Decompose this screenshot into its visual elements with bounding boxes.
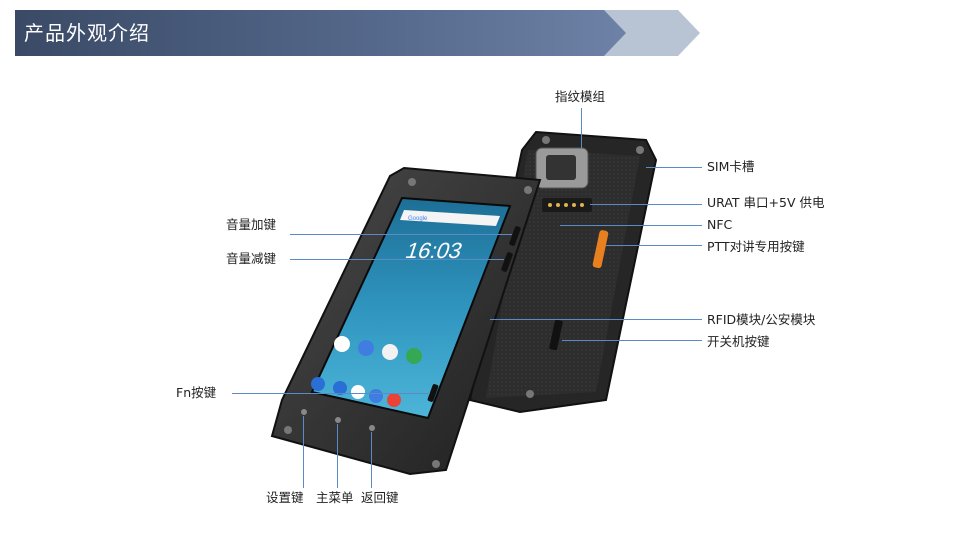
callout-line-settings: [303, 416, 304, 488]
label-nfc: NFC: [707, 217, 733, 232]
label-home-key: 主菜单: [316, 490, 354, 505]
label-urat-port: URAT 串口+5V 供电: [707, 195, 825, 210]
label-ptt-button: PTT对讲专用按键: [707, 239, 805, 254]
label-settings-key: 设置键: [266, 490, 304, 505]
fn-key: [427, 384, 439, 402]
label-rfid-module: RFID模块/公安模块: [707, 312, 816, 327]
title-banner: [15, 10, 627, 56]
callout-line-home: [337, 424, 338, 488]
callout-line-nfc: [560, 225, 702, 226]
callout-line-fn: [232, 393, 430, 394]
callout-line-urat: [590, 204, 702, 205]
urat-pins: [542, 198, 592, 212]
power-button: [549, 319, 563, 351]
ptt-button: [592, 230, 609, 269]
home-key: [335, 417, 341, 423]
label-power-button: 开关机按键: [707, 334, 770, 349]
callout-line-volume-up: [290, 234, 512, 235]
label-fingerprint-module: 指纹模组: [555, 89, 606, 104]
phone-front-body: Google 16:03: [270, 166, 542, 476]
callout-line-rfid: [490, 319, 702, 320]
callout-line-volume-down: [290, 259, 504, 260]
phone-screen: [310, 196, 512, 420]
phone-back-body: [468, 130, 658, 414]
settings-key: [301, 409, 307, 415]
callout-line-power: [562, 340, 702, 341]
callout-line-back: [371, 432, 372, 488]
screen-search-bar: [400, 210, 500, 226]
callout-line-fingerprint: [581, 108, 582, 148]
back-key: [369, 425, 375, 431]
callout-line-sim: [646, 167, 702, 168]
callout-line-ptt: [606, 245, 702, 246]
screen-search-brand: Google: [408, 216, 428, 222]
label-fn-key: Fn按键: [176, 385, 217, 400]
label-back-key: 返回键: [361, 490, 399, 505]
volume-up-key: [509, 226, 521, 246]
label-volume-up: 音量加键: [226, 217, 277, 232]
volume-down-key: [501, 252, 513, 272]
screen-app-icons: [311, 336, 422, 407]
label-volume-down: 音量减键: [226, 251, 277, 266]
page-title: 产品外观介绍: [24, 21, 150, 45]
screen-clock: 16:03: [403, 239, 466, 263]
fingerprint-sensor: [546, 155, 576, 180]
label-sim-slot: SIM卡槽: [707, 159, 755, 174]
